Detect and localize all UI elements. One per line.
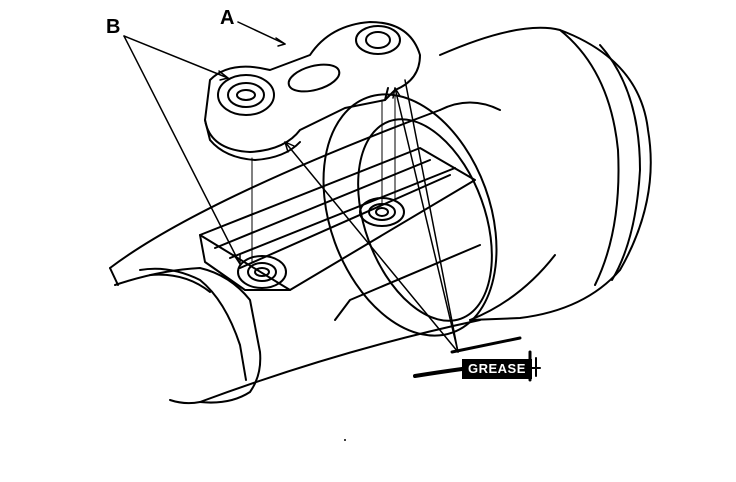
- stray-mark: [344, 439, 346, 441]
- rack-boot: [439, 26, 652, 321]
- leader-b: [123, 35, 241, 265]
- bracket-a: [204, 21, 421, 161]
- steering-rack-housing: [109, 93, 501, 405]
- label-a: A: [220, 7, 235, 29]
- mounting-pad: [199, 147, 481, 321]
- grease-label: GREASE: [462, 359, 532, 379]
- label-b: B: [106, 16, 121, 38]
- bushing-hole-left: [237, 255, 287, 289]
- leader-grease: [284, 79, 459, 353]
- alignment-lines: [251, 94, 396, 263]
- leader-a: [237, 21, 286, 47]
